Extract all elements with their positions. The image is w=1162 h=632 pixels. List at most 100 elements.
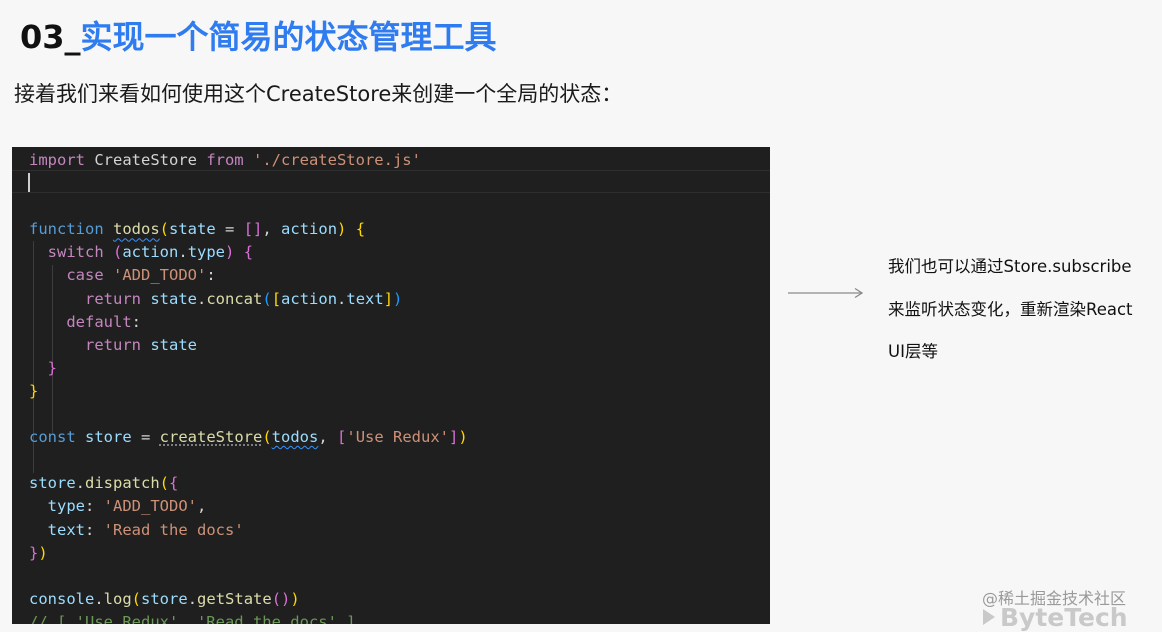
code-token: )	[393, 289, 403, 308]
code-token: [	[271, 289, 282, 308]
title-text: 实现一个简易的状态管理工具	[80, 18, 497, 56]
code-token: console	[29, 589, 95, 608]
code-token: 'ADD_TODO'	[113, 266, 207, 285]
code-token: .	[94, 589, 104, 608]
code-line: }	[29, 380, 468, 403]
code-token: createStore	[159, 428, 263, 447]
title-number: 03_	[20, 18, 81, 56]
code-editor[interactable]: import CreateStore from './createStore.j…	[12, 147, 770, 624]
side-note: 我们也可以通过Store.subscribe 来监听状态变化，重新渲染React…	[888, 246, 1158, 374]
code-token: const	[29, 428, 85, 447]
code-token: todos	[271, 428, 319, 447]
code-token: store	[29, 474, 76, 493]
code-token: text	[346, 289, 384, 308]
code-token	[29, 243, 48, 261]
code-token: case	[66, 266, 113, 285]
code-token: switch	[47, 243, 113, 262]
code-token: )	[458, 428, 468, 447]
code-token	[29, 521, 48, 539]
code-token: action	[281, 289, 338, 308]
code-block[interactable]: import CreateStore from './createStore.j…	[29, 149, 468, 624]
code-token: {	[355, 220, 366, 239]
code-token: ,	[318, 428, 338, 447]
code-token	[29, 359, 48, 377]
code-token: }	[29, 381, 39, 400]
code-token: 'Use Redux'	[346, 428, 450, 447]
code-token	[29, 290, 85, 308]
code-token: .	[337, 289, 347, 308]
code-line: // [ 'Use Redux', 'Read the docs' ]	[29, 611, 468, 624]
code-token: =	[131, 428, 160, 447]
code-line	[29, 403, 468, 426]
code-line: return state	[29, 334, 468, 357]
code-token: )	[290, 589, 300, 608]
code-token: .	[197, 289, 207, 308]
slide-subtitle: 接着我们来看如何使用这个CreateStore来创建一个全局的状态：	[14, 82, 623, 106]
code-token: ,	[197, 497, 207, 516]
code-token: []	[243, 220, 263, 239]
right-arrow-icon	[788, 287, 864, 299]
code-line: return state.concat([action.text])	[29, 288, 468, 311]
code-token: 'Read the docs'	[103, 520, 244, 539]
code-token: {	[243, 243, 254, 262]
code-token: dispatch	[85, 474, 160, 493]
code-token: text	[47, 520, 85, 539]
code-token: (	[262, 428, 272, 447]
code-line: case 'ADD_TODO':	[29, 264, 468, 287]
code-token: :	[131, 312, 141, 331]
code-token: (	[159, 474, 170, 493]
code-token: .	[75, 474, 86, 493]
code-token: )	[38, 543, 48, 562]
current-line-highlight	[12, 170, 770, 193]
code-token: (	[159, 220, 170, 239]
code-token: CreateStore	[94, 151, 207, 169]
code-token: (	[131, 589, 142, 608]
code-line: })	[29, 542, 468, 565]
code-token: concat	[206, 289, 263, 308]
code-token: }	[47, 358, 58, 377]
code-token: // [ 'Use Redux', 'Read the docs' ]	[29, 612, 356, 624]
code-token: from	[206, 151, 253, 169]
code-token: {	[169, 474, 179, 493]
code-token: getState	[197, 589, 272, 608]
code-token: action	[281, 220, 338, 239]
code-line: import CreateStore from './createStore.j…	[29, 149, 468, 172]
code-token: 'ADD_TODO'	[103, 497, 197, 516]
code-token: return	[85, 289, 151, 308]
code-line: const store = createStore(todos, ['Use R…	[29, 426, 468, 449]
code-line	[29, 565, 468, 588]
code-token	[29, 266, 66, 284]
code-line: text: 'Read the docs'	[29, 519, 468, 542]
code-line	[29, 172, 468, 195]
note-line-1: 我们也可以通过Store.subscribe	[888, 257, 1132, 276]
code-token: state	[150, 335, 197, 354]
code-token: type	[187, 243, 226, 262]
code-token: store	[141, 589, 188, 608]
code-token: ]	[383, 289, 394, 308]
code-line: function todos(state = [], action) {	[29, 218, 468, 241]
bytetech-logo-icon	[983, 609, 995, 625]
code-token	[234, 243, 243, 261]
code-token: :	[85, 520, 104, 539]
code-token: default	[66, 312, 132, 331]
code-line: }	[29, 357, 468, 380]
code-token	[29, 313, 66, 331]
slide-title: 03_实现一个简易的状态管理工具	[20, 12, 497, 58]
code-token: action	[122, 243, 179, 262]
code-token: ]	[449, 428, 459, 447]
code-line: default:	[29, 311, 468, 334]
brand-name: ByteTech	[1000, 603, 1128, 632]
code-token: ,	[262, 220, 282, 239]
code-line	[29, 195, 468, 218]
code-line: switch (action.type) {	[29, 241, 468, 264]
code-token: ()	[271, 589, 291, 608]
code-token: )	[225, 243, 235, 262]
text-caret	[28, 173, 30, 192]
code-token: import	[29, 151, 95, 169]
code-token: :	[85, 497, 104, 516]
code-token: [	[337, 428, 347, 447]
code-token: './createStore.js'	[252, 151, 421, 169]
code-token	[29, 497, 48, 515]
code-token: state	[150, 289, 197, 308]
code-token: store	[85, 428, 132, 447]
